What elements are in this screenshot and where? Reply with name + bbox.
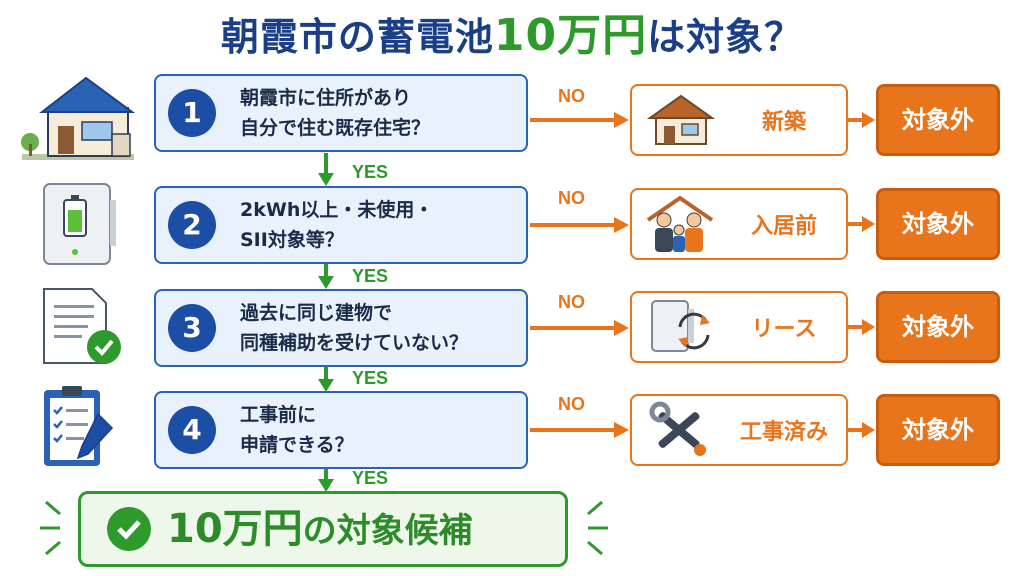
no-label: NO xyxy=(558,292,585,312)
question-line-2: 自分で住む既存住宅？ xyxy=(240,117,431,139)
yes-arrow-down xyxy=(318,367,334,392)
reason-text: 入居前 xyxy=(750,214,817,239)
reason-box-2: 入居前 xyxy=(630,188,848,260)
document-check-icon xyxy=(43,288,121,364)
question-line-1: 工事前に xyxy=(240,404,317,426)
title-highlight: 10万円 xyxy=(493,10,648,61)
page-title: 朝霞市の蓄電池10万円は対象？ xyxy=(0,8,1024,64)
question-box-2: 2 2kWh以上・未使用・ SII対象等？ xyxy=(154,186,528,264)
question-line-2: 同種補助を受けていない？ xyxy=(240,332,469,354)
title-suffix: は対象？ xyxy=(647,15,804,59)
reason-box-4: 工事済み xyxy=(630,394,848,466)
step-number: 3 xyxy=(168,304,216,352)
question-text: 工事前に 申請できる？ xyxy=(240,400,354,460)
reason-box-3: リース xyxy=(630,291,848,363)
question-text: 朝霞市に住所があり 自分で住む既存住宅？ xyxy=(240,83,430,143)
arrow-to-result xyxy=(848,422,875,438)
check-circle-icon xyxy=(107,507,151,551)
result-box-3: 対象外 xyxy=(876,291,1000,363)
sparkle-right-icon xyxy=(587,500,608,556)
result-box-4: 対象外 xyxy=(876,394,1000,466)
final-result-text: 10万円の対象候補 xyxy=(167,494,473,564)
reason-text: 工事済み xyxy=(739,420,828,445)
no-arrow-right xyxy=(530,422,629,438)
final-result-box: 10万円の対象候補 xyxy=(78,491,568,567)
arrow-to-result xyxy=(848,112,875,128)
arrow-to-result xyxy=(848,216,875,232)
final-suffix: の対象候補 xyxy=(302,511,473,551)
step-number: 4 xyxy=(168,406,216,454)
no-arrow-right xyxy=(530,112,629,128)
question-box-1: 1 朝霞市に住所があり 自分で住む既存住宅？ xyxy=(154,74,528,152)
question-line-2: SII対象等？ xyxy=(240,229,344,251)
yes-label: YES xyxy=(352,468,389,488)
reason-text: リース xyxy=(751,317,817,342)
yes-arrow-down xyxy=(318,264,334,289)
house-icon xyxy=(21,76,136,160)
question-line-1: 朝霞市に住所があり xyxy=(240,87,412,109)
family-icon xyxy=(646,195,714,252)
question-line-1: 2kWh以上・未使用・ xyxy=(240,199,434,221)
yes-arrow-down xyxy=(318,469,334,492)
no-label: NO xyxy=(558,86,585,106)
result-box-2: 対象外 xyxy=(876,188,1000,260)
title-prefix: 朝霞市の蓄電池 xyxy=(220,15,494,59)
no-arrow-right xyxy=(530,217,629,233)
yes-arrow-down xyxy=(318,153,334,186)
reason-box-1: 新築 xyxy=(630,84,848,156)
yes-label: YES xyxy=(352,266,389,286)
no-label: NO xyxy=(558,394,585,414)
tools-icon xyxy=(649,401,706,456)
question-text: 過去に同じ建物で 同種補助を受けていない？ xyxy=(240,298,468,358)
question-line-2: 申請できる？ xyxy=(240,434,354,456)
yes-label: YES xyxy=(352,162,389,182)
new-house-icon xyxy=(646,94,716,145)
question-line-1: 過去に同じ建物で xyxy=(240,302,393,324)
question-text: 2kWh以上・未使用・ SII対象等？ xyxy=(240,195,433,255)
clipboard-icon xyxy=(44,386,114,466)
question-box-3: 3 過去に同じ建物で 同種補助を受けていない？ xyxy=(154,289,528,367)
lease-cycle-icon xyxy=(651,300,710,352)
reason-text: 新築 xyxy=(761,110,806,135)
step-number: 2 xyxy=(168,201,216,249)
sparkle-left-icon xyxy=(40,500,61,556)
step-number: 1 xyxy=(168,89,216,137)
result-box-1: 対象外 xyxy=(876,84,1000,156)
arrow-to-result xyxy=(848,319,875,335)
battery-icon xyxy=(43,183,116,265)
question-box-4: 4 工事前に 申請できる？ xyxy=(154,391,528,469)
final-highlight: 10万円 xyxy=(167,506,303,552)
no-label: NO xyxy=(558,188,585,208)
no-arrow-right xyxy=(530,320,629,336)
yes-label: YES xyxy=(352,368,389,388)
